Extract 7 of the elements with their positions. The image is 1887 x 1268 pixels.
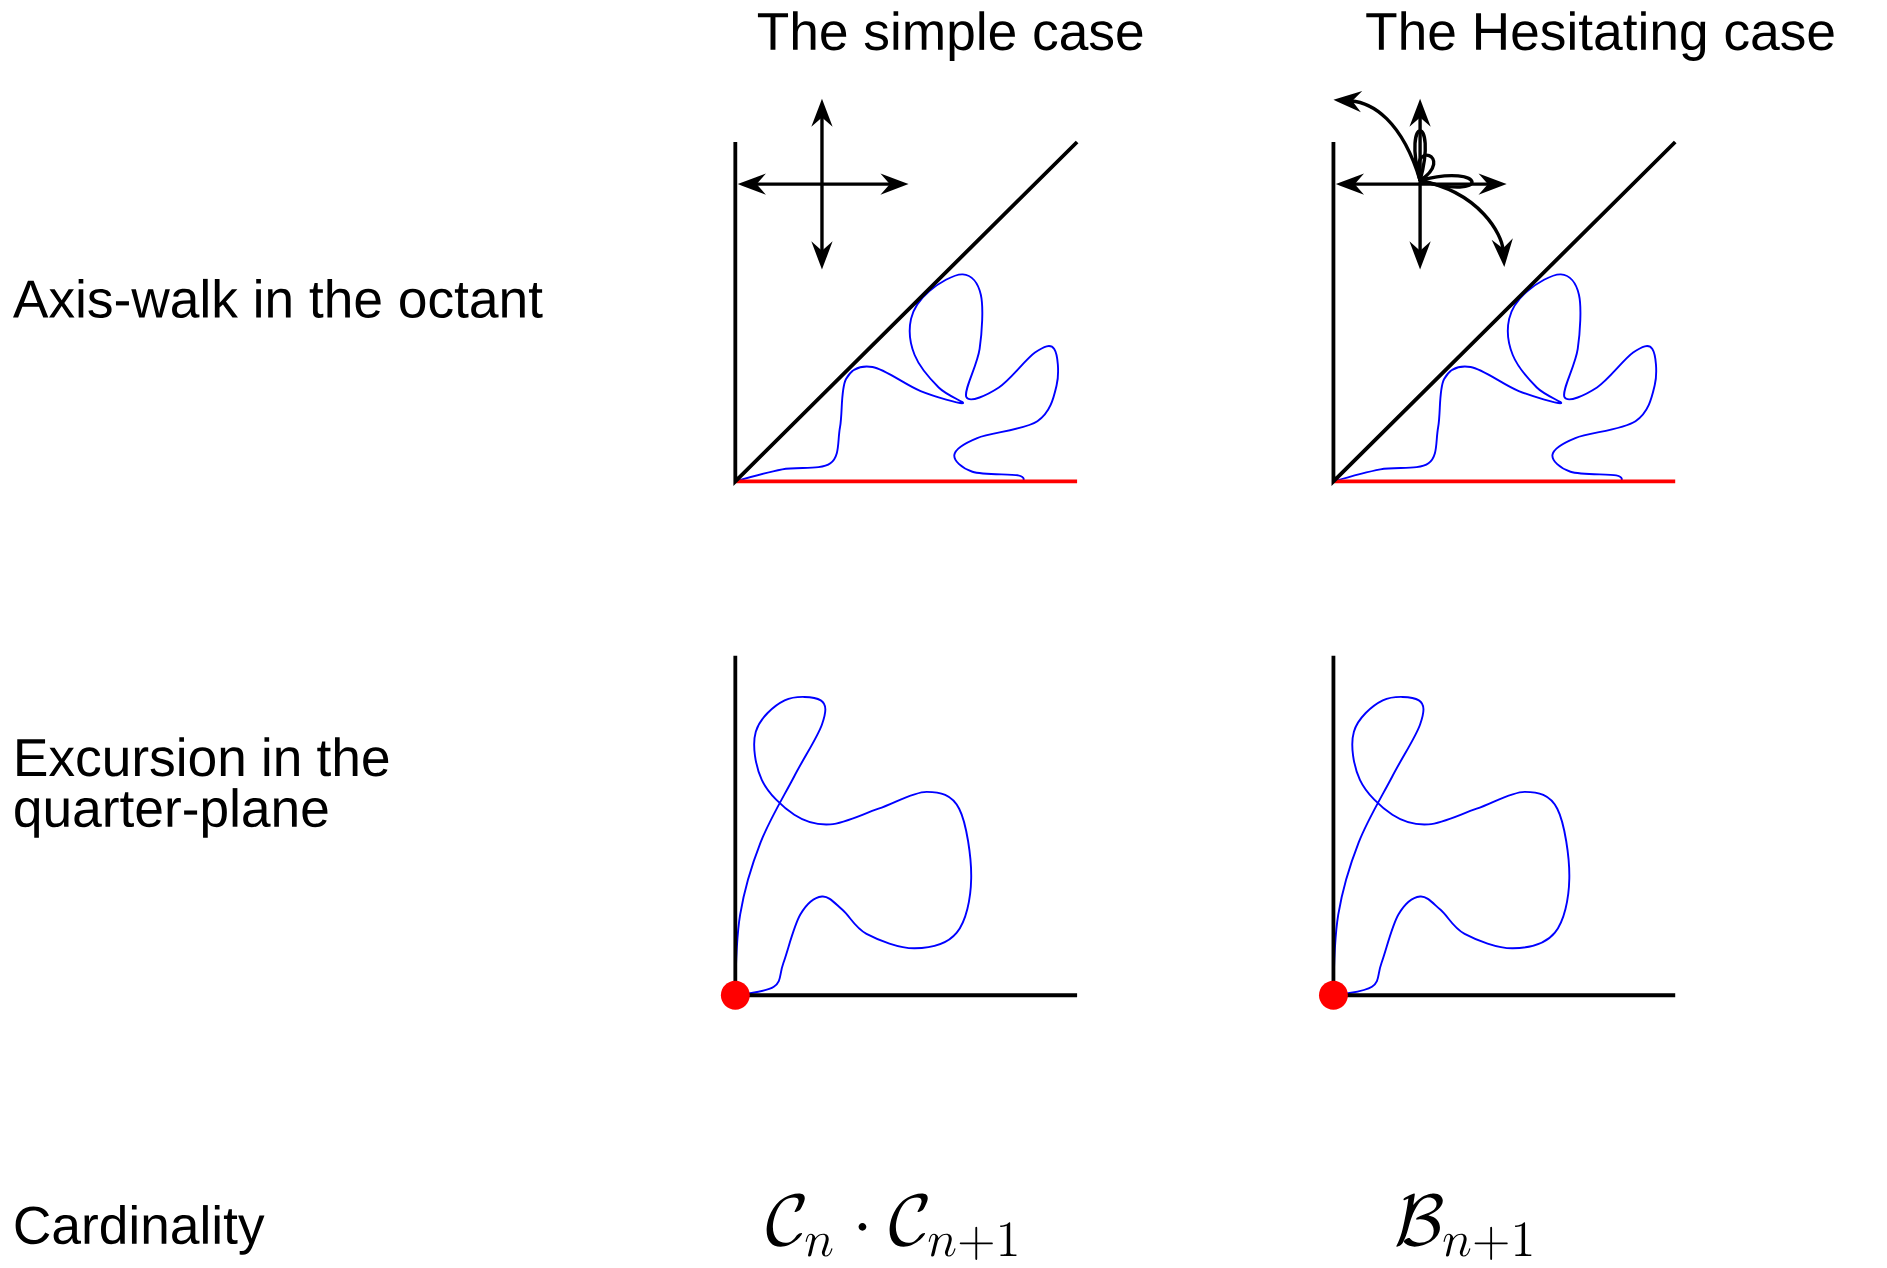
column-heading: The Hesitating case — [1366, 11, 1834, 61]
row-label: Axis-walk in the octant — [13, 278, 543, 318]
formula: $\mathcal{C}_n \cdot \mathcal{C}_{n+1}$ — [766, 1193, 1017, 1260]
column-heading: The simple case — [757, 11, 1143, 61]
formula: $\mathcal{B}_{n+1}$ — [1396, 1193, 1532, 1260]
row-label: Cardinality — [15, 1204, 265, 1255]
row-label: Excursion in the quarter-plane — [15, 737, 389, 838]
